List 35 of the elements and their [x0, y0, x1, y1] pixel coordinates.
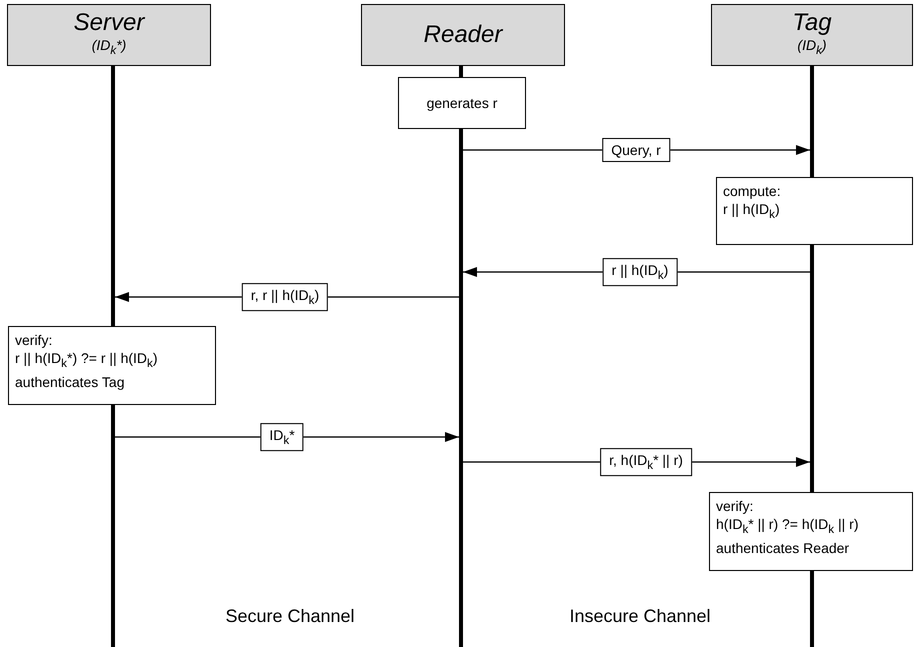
action-text: authenticates Tag	[15, 372, 126, 391]
lifeline	[810, 245, 814, 492]
action-heading: generates r	[426, 94, 498, 112]
message-label: Query, r	[602, 138, 670, 162]
participant-box	[361, 4, 565, 66]
action-heading: compute:	[723, 182, 782, 200]
action-box	[709, 492, 913, 571]
channel-label: Secure Channel	[225, 606, 355, 627]
message-label: r || h(ID$_{k}$)	[602, 258, 678, 286]
participant-name: Server	[74, 10, 144, 36]
action-text: r || h(ID$_{k}$)	[723, 200, 781, 223]
message-label: r, r || h(ID$_{k}$)	[242, 283, 328, 311]
participant-name: Tag	[792, 10, 832, 36]
action-text: h(ID$_{k}$* || r) ?= h(ID$_{k}$ || r)	[716, 515, 860, 538]
action-box	[8, 326, 216, 405]
lifeline	[111, 405, 115, 647]
action-text: r || h(ID$_{k}$*) ?= r || h(ID$_{k}$)	[15, 349, 159, 372]
participant-box	[7, 4, 211, 66]
lifeline	[459, 129, 463, 647]
message-label: r, h(ID$_{k}$* || r)	[600, 448, 692, 476]
message-label: ID$_{k}$*	[260, 423, 304, 451]
lifeline	[111, 66, 115, 326]
action-box	[716, 177, 913, 245]
action-box	[398, 77, 526, 129]
participant-id: (ID$_{k}$*)	[92, 36, 126, 59]
lifeline	[810, 66, 814, 177]
lifeline	[810, 571, 814, 647]
participant-id: (ID$_{k}$)	[797, 36, 827, 59]
action-text: authenticates Reader	[716, 538, 850, 557]
action-heading: verify:	[15, 331, 54, 349]
channel-label: Insecure Channel	[569, 606, 711, 627]
participant-name: Reader	[424, 22, 502, 48]
lifeline	[459, 66, 463, 77]
action-heading: verify:	[716, 497, 754, 515]
participant-box	[711, 4, 913, 66]
